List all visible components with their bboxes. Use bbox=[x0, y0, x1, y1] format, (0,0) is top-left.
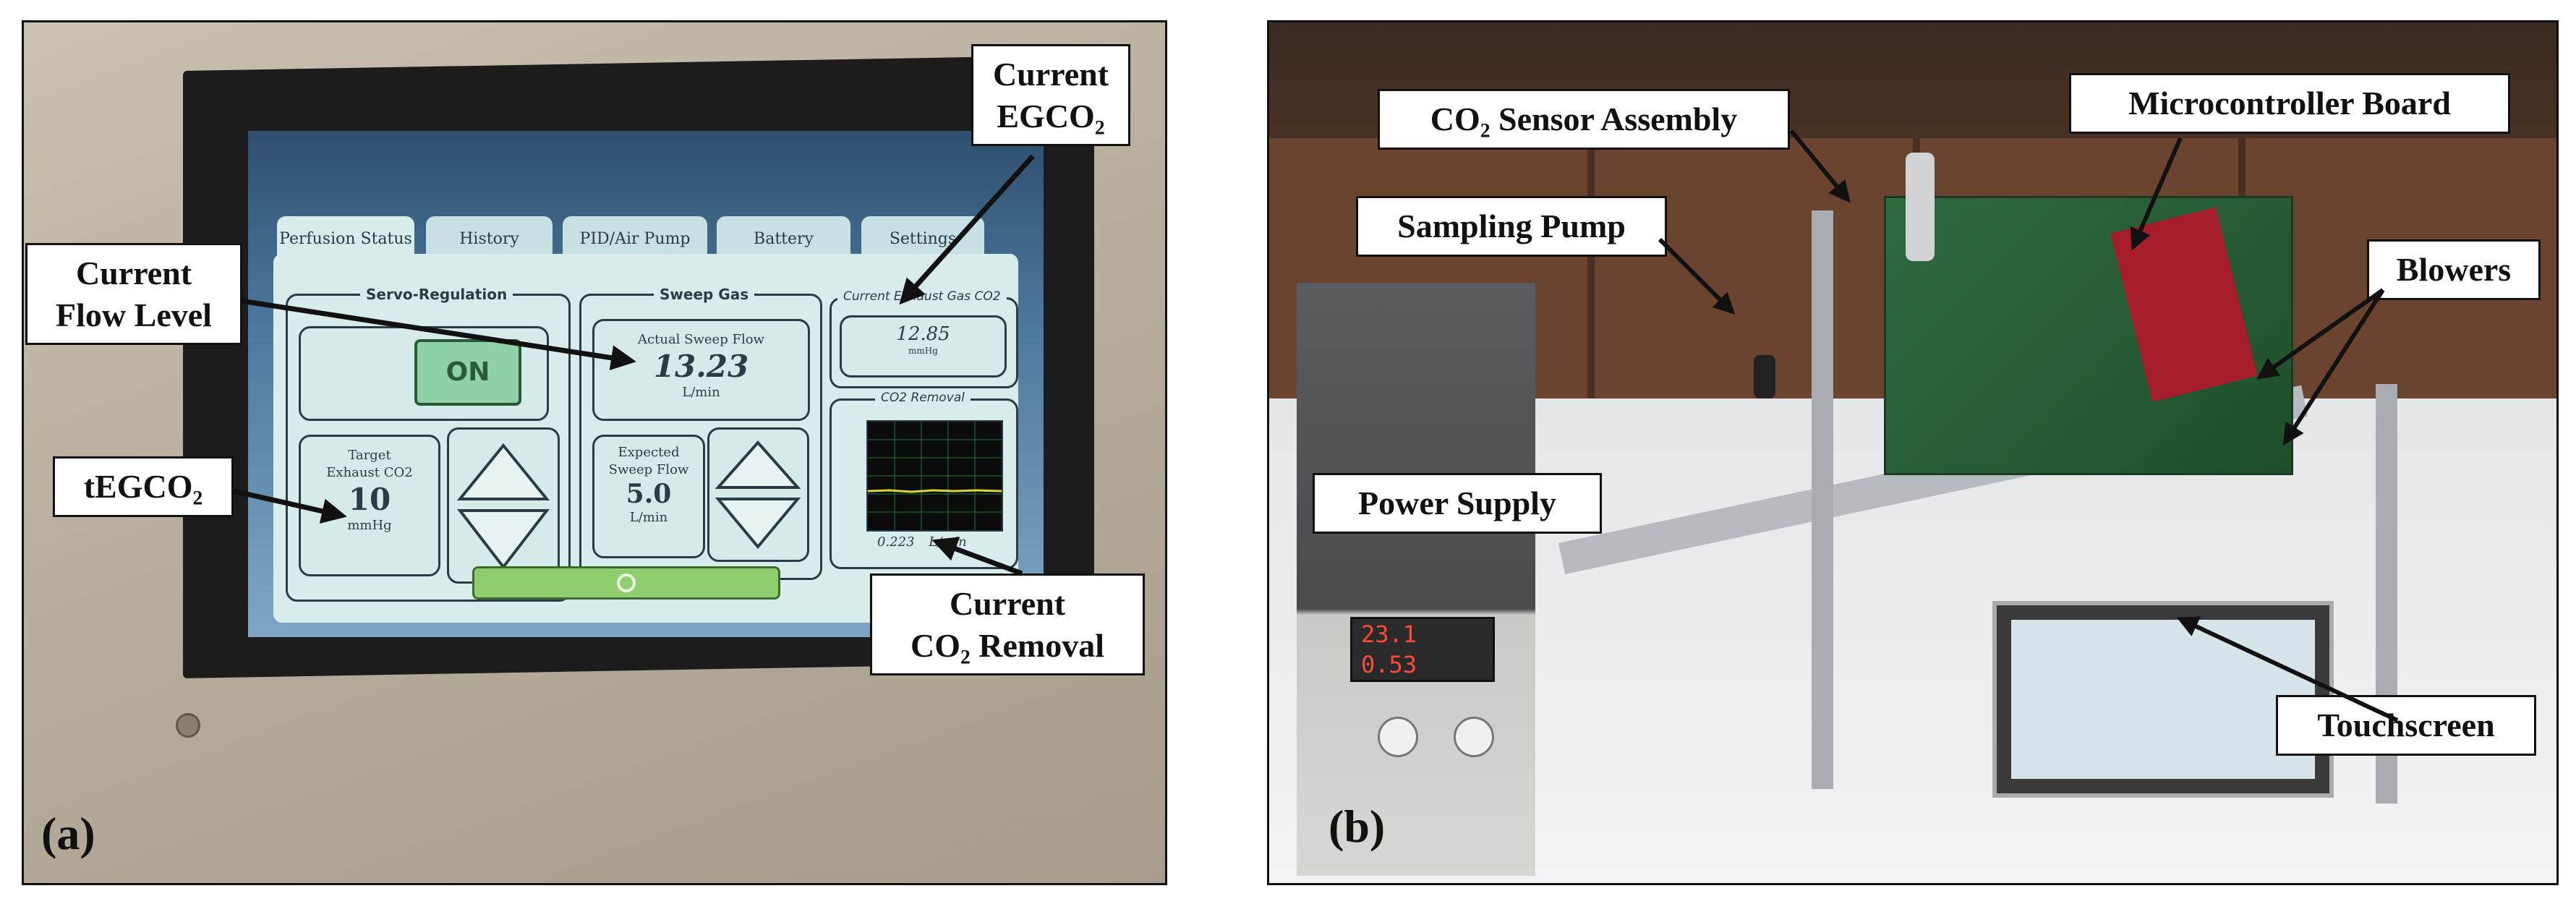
callout-current-egco2-line2: EGCO₂ bbox=[997, 97, 1105, 135]
refresh-bar-button[interactable] bbox=[472, 566, 780, 600]
servo-regulation-group: Servo-Regulation bbox=[286, 286, 571, 602]
panel-b-letter: (b) bbox=[1328, 801, 1386, 852]
target-unit: mmHg bbox=[347, 518, 392, 533]
callout-current-egco2: Current EGCO₂ bbox=[971, 44, 1130, 146]
screw-icon bbox=[176, 713, 200, 738]
callout-blowers: Blowers bbox=[2367, 239, 2541, 300]
arrow-to-egco2 bbox=[899, 154, 1035, 305]
callout-blowers-text: Blowers bbox=[2396, 251, 2512, 288]
co2-removal-mini-chart bbox=[866, 420, 1003, 532]
arrow-to-co2-removal bbox=[931, 537, 1023, 576]
arrow-to-co2-sensor bbox=[1789, 129, 1851, 203]
arrow-to-sampling-pump bbox=[1658, 237, 1736, 315]
touchscreen-frame bbox=[1992, 601, 2334, 798]
callout-microcontroller-text: Microcontroller Board bbox=[2128, 85, 2451, 121]
panel-a-arrows bbox=[233, 154, 1035, 576]
device-frame bbox=[1537, 153, 2441, 818]
arrow-to-flow-level bbox=[240, 298, 636, 371]
callout-current-flow-line2: Flow Level bbox=[56, 296, 212, 333]
sampling-pump bbox=[1754, 355, 1775, 398]
expected-stepper[interactable] bbox=[707, 427, 809, 562]
target-stepper[interactable] bbox=[447, 427, 560, 584]
increase-arrow-icon[interactable] bbox=[715, 440, 801, 489]
expected-label-line1: Expected bbox=[618, 445, 680, 460]
panel-b-photo: 23.1 0.53 CO₂ Sensor Assembly Microcontr… bbox=[1267, 20, 2559, 885]
left-post bbox=[1812, 210, 1833, 789]
callout-sampling-pump-text: Sampling Pump bbox=[1397, 208, 1626, 244]
power-supply-unit bbox=[1297, 283, 1535, 876]
arrow-to-tegco2 bbox=[233, 488, 347, 524]
callout-power-supply-text: Power Supply bbox=[1358, 485, 1556, 521]
expected-unit: L/min bbox=[629, 510, 668, 525]
callout-microcontroller-board: Microcontroller Board bbox=[2069, 73, 2510, 134]
callout-co2-removal-line1: Current bbox=[949, 585, 1066, 622]
callout-current-flow-level: Current Flow Level bbox=[25, 243, 242, 345]
callout-current-co2-removal: Current CO₂ Removal bbox=[870, 573, 1145, 675]
panel-a-photo: Perfusion Status History PID/Air Pump Ba… bbox=[22, 20, 1167, 885]
touchscreen-screen bbox=[2011, 620, 2315, 779]
sweep-gas-label: Sweep Gas bbox=[654, 286, 755, 303]
servo-regulation-label: Servo-Regulation bbox=[360, 286, 513, 303]
expected-label-line2: Sweep Flow bbox=[608, 462, 689, 477]
actual-sweep-value: 13.23 bbox=[653, 349, 749, 384]
target-label-line1: Target bbox=[348, 448, 391, 463]
target-label-line2: Exhaust CO2 bbox=[326, 465, 413, 480]
arrow-to-microcontroller bbox=[2130, 137, 2183, 251]
callout-current-egco2-line1: Current bbox=[992, 56, 1109, 93]
co2-removal-value: 0.223 bbox=[877, 534, 915, 550]
co2-removal-label: CO2 Removal bbox=[875, 391, 971, 405]
actual-sweep-label: Actual Sweep Flow bbox=[638, 332, 764, 347]
callout-co2-removal-line2: CO₂ Removal bbox=[910, 626, 1105, 664]
callout-touchscreen-text: Touchscreen bbox=[2317, 707, 2495, 743]
callout-co2-sensor-text: CO₂ Sensor Assembly bbox=[1430, 101, 1738, 137]
callout-sampling-pump: Sampling Pump bbox=[1356, 196, 1667, 257]
actual-sweep-unit: L/min bbox=[682, 385, 720, 400]
decrease-arrow-icon[interactable] bbox=[456, 509, 550, 570]
servo-on-button[interactable]: ON bbox=[414, 339, 521, 406]
exhaust-gas-box: 12.85 mmHg bbox=[840, 315, 1007, 378]
arrow-to-touchscreen bbox=[2176, 616, 2399, 722]
power-supply-current: 0.53 bbox=[1361, 651, 1417, 678]
callout-current-flow-line1: Current bbox=[75, 255, 192, 291]
expected-sweep-flow-box[interactable]: Expected Sweep Flow 5.0 L/min bbox=[592, 435, 705, 558]
callout-tegco2: tEGCO₂ bbox=[53, 456, 234, 517]
exhaust-gas-value: 12.85 bbox=[896, 323, 950, 345]
current-knob[interactable] bbox=[1454, 717, 1494, 757]
panel-b-arrows bbox=[1658, 129, 2399, 722]
callout-tegco2-text: tEGCO₂ bbox=[83, 468, 203, 505]
arrow-to-blower-2 bbox=[2282, 289, 2385, 446]
power-supply-voltage: 23.1 bbox=[1361, 621, 1417, 648]
callout-co2-sensor-assembly: CO₂ Sensor Assembly bbox=[1378, 89, 1790, 150]
arrow-to-blower-1 bbox=[2256, 288, 2384, 380]
refresh-icon bbox=[617, 573, 636, 592]
co2-removal-group: CO2 Removal bbox=[829, 391, 1018, 569]
target-value: 10 bbox=[348, 482, 391, 517]
exhaust-gas-unit: mmHg bbox=[908, 346, 938, 356]
power-supply-display: 23.1 0.53 bbox=[1350, 617, 1495, 682]
panel-a-letter: (a) bbox=[41, 808, 95, 859]
co2-sensor bbox=[1906, 153, 1935, 261]
increase-arrow-icon[interactable] bbox=[456, 443, 550, 500]
decrease-arrow-icon[interactable] bbox=[715, 498, 801, 550]
callout-touchscreen: Touchscreen bbox=[2276, 695, 2536, 756]
expected-value: 5.0 bbox=[626, 479, 672, 509]
co2-removal-trace bbox=[867, 489, 1002, 493]
voltage-knob[interactable] bbox=[1378, 717, 1418, 757]
callout-power-supply: Power Supply bbox=[1313, 473, 1602, 534]
